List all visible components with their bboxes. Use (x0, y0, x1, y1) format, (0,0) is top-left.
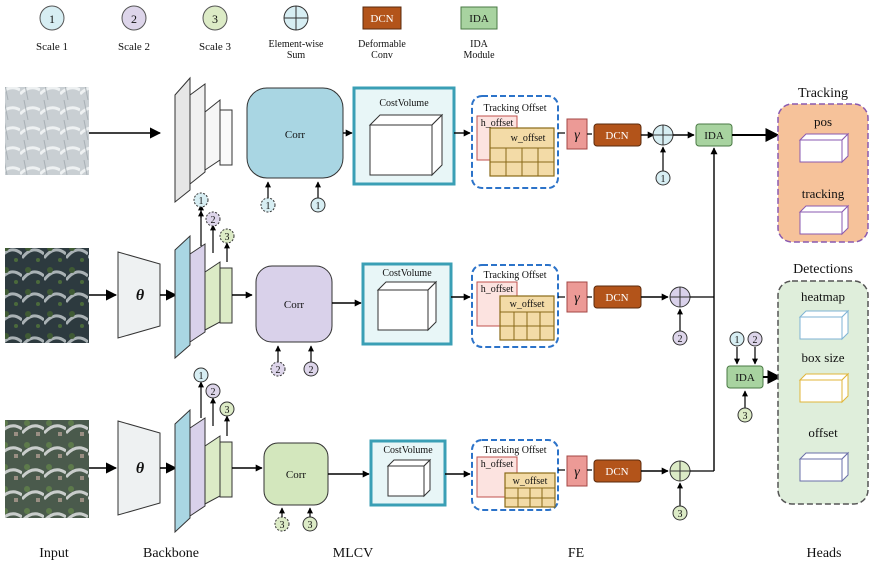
legend-dcn-text: DCN (370, 13, 393, 25)
tracking-offset-label-2: Tracking Offset (483, 270, 546, 281)
scale-mark-bb2-2-text: 2 (211, 215, 216, 226)
cost-volume-cube-2 (378, 282, 436, 330)
theta-3: θ (136, 460, 145, 477)
ida-label-top: IDA (704, 130, 724, 142)
backbone-3 (175, 410, 232, 532)
head-boxsize-cube (800, 374, 848, 402)
scale-mark-bb2-3-text: 3 (225, 232, 230, 243)
scale-mark-bb1-1-text: 1 (199, 196, 204, 207)
legend-sum-icon (284, 6, 308, 30)
backbone-2 (175, 236, 232, 358)
tracking-title: Tracking (798, 86, 848, 101)
input-image-3 (5, 420, 89, 518)
head-offset-label: offset (808, 425, 838, 440)
legend-ida-text: IDA (469, 13, 489, 25)
scale-mark-fe3-text: 3 (678, 509, 683, 520)
dcn-label-3: DCN (605, 466, 628, 478)
scale-mark-bb3-1-text: 1 (199, 371, 204, 382)
sum-node-1 (653, 125, 673, 145)
input-image-1 (5, 87, 89, 175)
dcn-label-1: DCN (605, 130, 628, 142)
stage-mlcv: MLCV (333, 546, 373, 561)
head-pos-cube (800, 134, 848, 162)
head-tracking-cube (800, 206, 848, 234)
gamma-label-1: γ (574, 128, 580, 143)
tracking-offset-label-1: Tracking Offset (483, 103, 546, 114)
head-boxsize-label: box size (802, 350, 845, 365)
scale-mark-corr2-b-text: 2 (309, 365, 314, 376)
cost-volume-cube-3 (388, 460, 430, 496)
legend-scale1-label: Scale 1 (36, 41, 68, 53)
legend-sum-label-2: Sum (287, 50, 306, 61)
theta-2: θ (136, 287, 145, 304)
scale-mark-corr3-b-text: 3 (308, 520, 313, 531)
head-heatmap-cube (800, 311, 848, 339)
corr-label-2: Corr (284, 299, 305, 311)
gamma-label-3: γ (574, 465, 580, 480)
scale-mark-ida-1-text: 1 (735, 335, 740, 346)
legend-ida-label-2: Module (463, 50, 495, 61)
legend-dcn-label-1: Deformable (358, 39, 406, 50)
sum-node-2 (670, 287, 690, 307)
scale-mark-fe1-text: 1 (661, 174, 666, 185)
w-offset-label-1: w_offset (511, 133, 546, 144)
stage-input: Input (39, 546, 69, 561)
corr-label-3: Corr (286, 469, 307, 481)
stage-heads: Heads (807, 546, 842, 561)
legend-scale1-num: 1 (49, 12, 55, 26)
scale-mark-corr3-a-text: 3 (280, 520, 285, 531)
h-offset-label-1: h_offset (481, 118, 514, 129)
scale-mark-ida-3-text: 3 (743, 411, 748, 422)
legend-scale2-label: Scale 2 (118, 41, 150, 53)
cost-volume-label-2: CostVolume (382, 268, 432, 279)
head-tracking-label: tracking (802, 186, 845, 201)
legend-scale3-num: 3 (212, 12, 218, 26)
w-offset-label-2: w_offset (510, 299, 545, 310)
scale-mark-corr1-a-text: 1 (266, 201, 271, 212)
dcn-label-2: DCN (605, 292, 628, 304)
scale-mark-corr1-b-text: 1 (316, 201, 321, 212)
head-heatmap-label: heatmap (801, 289, 845, 304)
tracking-offset-label-3: Tracking Offset (483, 445, 546, 456)
stage-backbone: Backbone (143, 546, 199, 561)
scale-mark-fe2-text: 2 (678, 334, 683, 345)
sum-node-3 (670, 461, 690, 481)
legend-scale2-num: 2 (131, 12, 137, 26)
w-offset-label-3: w_offset (513, 476, 548, 487)
h-offset-label-2: h_offset (481, 284, 514, 295)
corr-label-1: Corr (285, 129, 306, 141)
cost-volume-cube-1 (370, 115, 442, 175)
backbone-1 (175, 78, 232, 202)
detections-title: Detections (793, 262, 853, 277)
ida-label-bottom: IDA (735, 372, 755, 384)
scale-mark-ida-2-text: 2 (753, 335, 758, 346)
cost-volume-label-1: CostVolume (379, 98, 429, 109)
scale-mark-bb3-3-text: 3 (225, 405, 230, 416)
legend-scale3-label: Scale 3 (199, 41, 232, 53)
input-image-2 (5, 248, 89, 343)
head-pos-label: pos (814, 114, 832, 129)
gamma-label-2: γ (574, 291, 580, 306)
h-offset-label-3: h_offset (481, 459, 514, 470)
legend: 1 Scale 1 2 Scale 2 3 Scale 3 Element-wi… (36, 6, 497, 61)
head-offset-cube (800, 453, 848, 481)
scale-mark-corr2-a-text: 2 (276, 365, 281, 376)
legend-sum-label-1: Element-wise (269, 39, 325, 50)
legend-dcn-label-2: Conv (371, 50, 393, 61)
scale-mark-bb3-2-text: 2 (211, 387, 216, 398)
stage-fe: FE (568, 546, 584, 561)
cost-volume-label-3: CostVolume (383, 445, 433, 456)
legend-ida-label-1: IDA (470, 39, 489, 50)
